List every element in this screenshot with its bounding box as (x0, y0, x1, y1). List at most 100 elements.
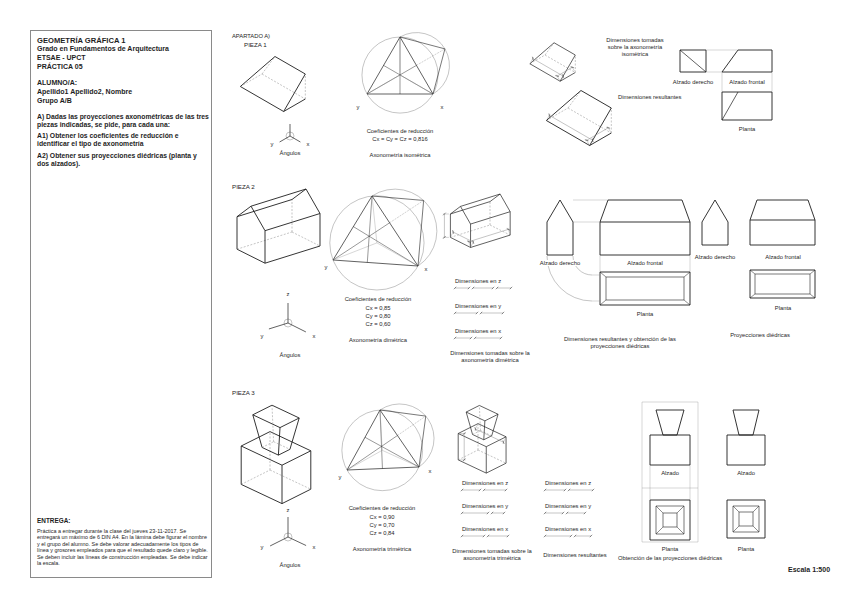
annotation-label: Dimensiones tomadas sobre la axonometría… (452, 548, 532, 561)
annotation-label: Ángulos (280, 352, 301, 358)
visible-edge (458, 434, 486, 447)
annotation-label: Proyecciones diédricas (730, 332, 790, 339)
annotation-label: Dimensiones en x (455, 328, 501, 335)
dimension-tick (470, 337, 472, 339)
panel-text: Apellido1 Apellido2, Nombre (37, 88, 132, 96)
dimension-line (492, 513, 504, 514)
dimension-tick (492, 287, 494, 289)
annotation-label: y (261, 544, 264, 550)
visible-edge (275, 57, 305, 75)
hidden-edge (270, 470, 311, 489)
extension-line (572, 66, 575, 71)
altitude-line (367, 65, 416, 94)
annotation-label: Dimensiones en y (462, 503, 508, 510)
right-elevation (547, 200, 573, 255)
annotation-label: Planta (637, 311, 653, 317)
dimension-tick (507, 535, 509, 537)
rabatted-axes (400, 37, 445, 94)
panel-text: A1) Obtener los coeficientes de reducció… (37, 132, 209, 148)
dimension-tick (454, 312, 456, 314)
visible-edge (466, 405, 479, 412)
visible-edge (282, 451, 311, 465)
panel-text: Grupo A/B (37, 97, 72, 104)
rabatment-arc (372, 189, 437, 266)
annotation-label: Coeficientes de reducción (367, 128, 434, 134)
rabatted-axes (372, 196, 424, 266)
dimension-tick (510, 287, 512, 289)
dimension-tick (503, 440, 504, 443)
annotation-label: Axonometría isométrica (370, 152, 431, 159)
annotation-label: y (261, 544, 264, 551)
construction-line (382, 450, 419, 467)
visible-edge (458, 424, 478, 434)
annotation-label: Alzado frontal (765, 254, 800, 261)
construction-line (650, 465, 651, 500)
visible-edge (306, 189, 320, 214)
plan-view (663, 513, 677, 527)
hidden-edge (546, 108, 568, 121)
annotation-label: Ángulos (280, 150, 301, 157)
visible-edge (265, 214, 320, 231)
dimension-line (545, 536, 571, 537)
panel-text: A) Dadas las proyecciones axonométricas … (37, 113, 209, 128)
dimension-tick (555, 75, 559, 77)
visible-edge (530, 43, 554, 64)
annotation-label: Cy = 0,70 (370, 522, 395, 528)
panel-text: GEOMETRÍA GRÁFICA 1 (37, 36, 125, 45)
dimension-line (462, 513, 488, 514)
plan-view (600, 272, 606, 277)
annotation-label: Dimensiones resultantes (543, 552, 606, 559)
annotation-label: Dimensiones en x (545, 526, 591, 532)
annotation-label: Dimensiones resultantes (543, 552, 606, 558)
axis-ray (288, 537, 306, 546)
annotation-label: Dimensiones en z (545, 480, 591, 486)
dimension-line (533, 59, 563, 77)
extension-line (561, 75, 564, 80)
annotation-label: x (441, 104, 444, 110)
annotation-label: Cy = 0,80 (366, 313, 391, 319)
visible-edge (490, 194, 500, 202)
altitude-line (353, 227, 418, 266)
dimension-tick (571, 66, 575, 68)
dimension-line (462, 536, 484, 537)
dimension-line (444, 214, 445, 237)
plan-view (677, 527, 684, 534)
construction-line (722, 72, 723, 92)
plan-view (722, 92, 772, 120)
panel-text: Grado en Fundamentos de Arquitectura (37, 45, 169, 53)
visible-edge (554, 43, 575, 55)
annotation-label: x (313, 544, 316, 551)
hidden-edge (262, 74, 305, 99)
hidden-edge (568, 91, 581, 109)
dimension-tick (468, 287, 470, 289)
annotation-label: Cx = 0,90 (370, 514, 395, 520)
annotation-label: Axonometría trimétrica (353, 546, 411, 552)
panel-text: PRÁCTICA 05 (37, 63, 83, 71)
trace-triangle (347, 410, 419, 470)
construction-line (372, 196, 377, 243)
axis-ray (288, 303, 289, 323)
annotation-label: y (271, 141, 274, 147)
construction-line (397, 416, 425, 435)
altitude-line (347, 435, 397, 470)
dimension-line (569, 490, 593, 491)
panel-text: Apellido1 Apellido2, Nombre (37, 88, 132, 95)
trace-triangle (333, 196, 418, 266)
axis-ray (280, 136, 290, 142)
extension-line (556, 75, 559, 80)
visible-edge (530, 64, 560, 82)
visible-edge (253, 405, 272, 415)
annotation-label: z (287, 507, 290, 513)
visible-edge (458, 460, 486, 473)
annotation-label: Coeficientes de reducción (345, 296, 412, 302)
extension-line (531, 57, 534, 62)
hidden-edge (545, 43, 554, 55)
dimension-tick (474, 337, 476, 339)
annotation-label: Cy = 0,80 (366, 313, 391, 320)
dimension-line (567, 513, 585, 514)
panel-text: A2) Obtener sus proyecciones diédricas (… (37, 152, 197, 167)
dimension-tick (544, 512, 546, 514)
extension-line (608, 127, 611, 132)
annotation-label: Axonometría trimétrica (353, 546, 411, 553)
front-elevation (600, 200, 690, 222)
